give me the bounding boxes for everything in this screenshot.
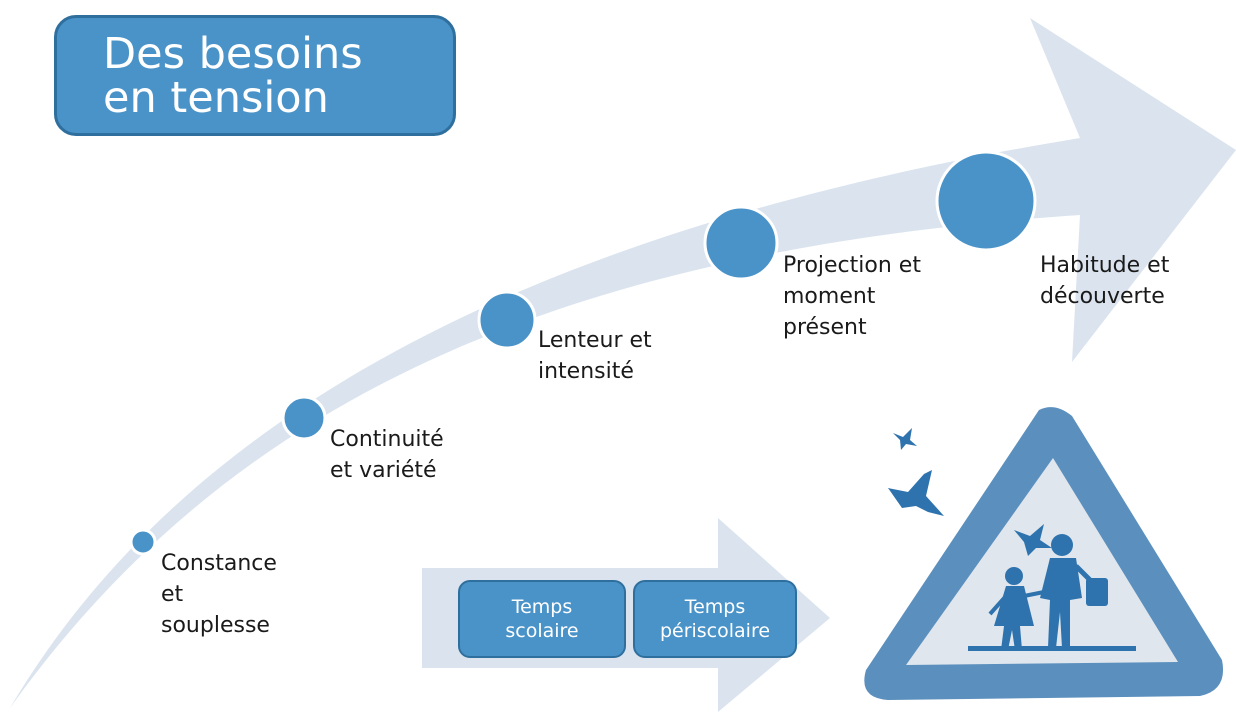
step-label-5: Habitude et découverte [1040,253,1170,309]
title-box: Des besoins en tension [54,15,456,136]
step-circle-1 [129,528,157,556]
step-label-1: Constance et souplesse [161,551,277,638]
title-line-2: en tension [103,73,329,123]
title-line-1: Des besoins [103,29,363,79]
step-circle-4 [703,205,779,281]
step-label-2: Continuité et variété [330,427,444,483]
bird-icon [888,470,944,516]
small-arrow [422,518,830,712]
step-circle-5 [935,150,1037,252]
step-circle-3 [477,290,537,350]
step-label-3: Lenteur et intensité [538,328,652,384]
step-label-4: Projection et moment présent [783,253,921,340]
time-box-scolaire: Temps scolaire [458,580,626,658]
big-curved-arrow [10,18,1236,708]
school-crossing-sign-icon [864,407,1224,700]
time-box-periscolaire: Temps périscolaire [633,580,797,658]
bird-icon [893,428,917,450]
step-circle-2 [281,395,327,441]
